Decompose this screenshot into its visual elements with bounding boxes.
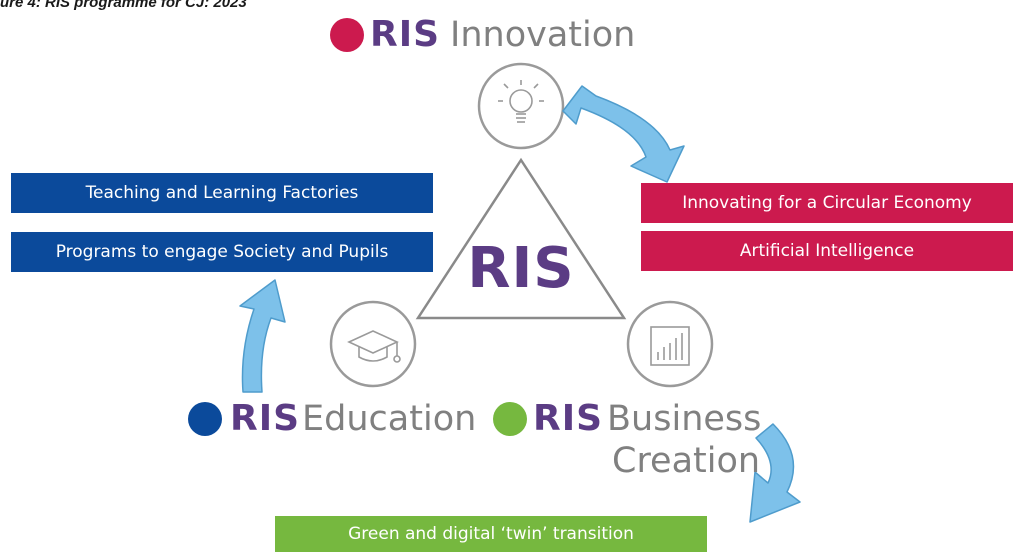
education-arrow bbox=[239, 279, 286, 393]
bar-chart-icon bbox=[650, 326, 690, 366]
figure-caption: ure 4: RIS programme for CJ: 2023 bbox=[0, 0, 247, 11]
lightbulb-icon bbox=[498, 80, 544, 123]
education-circle bbox=[329, 300, 417, 388]
innovation-name: Innovation bbox=[450, 14, 636, 55]
pillar-business-title-line2: Creation bbox=[612, 441, 760, 481]
innovation-box-circular-economy: Innovating for a Circular Economy bbox=[641, 183, 1013, 223]
education-box-teaching: Teaching and Learning Factories bbox=[11, 173, 433, 213]
education-name: Education bbox=[302, 398, 477, 439]
innovation-dot bbox=[330, 17, 364, 52]
business-arrow bbox=[749, 423, 801, 523]
education-dot bbox=[188, 401, 222, 436]
business-name-line2: Creation bbox=[612, 441, 761, 481]
business-dot bbox=[493, 401, 527, 436]
innovation-box-ai: Artificial Intelligence bbox=[641, 231, 1013, 271]
business-name-line1: Business bbox=[607, 398, 762, 439]
graduation-cap-icon bbox=[347, 330, 401, 363]
pillar-innovation-title: RIS Innovation bbox=[330, 14, 635, 55]
innovation-ris-label: RIS bbox=[370, 14, 441, 55]
center-triangle bbox=[415, 157, 627, 320]
center-ris-label: RIS bbox=[467, 236, 575, 301]
business-circle bbox=[626, 300, 714, 388]
business-box-twin-transition: Green and digital ‘twin’ transition bbox=[275, 516, 707, 552]
business-ris-label: RIS bbox=[533, 398, 604, 439]
pillar-education-title: RIS Education bbox=[188, 398, 476, 439]
innovation-circle bbox=[477, 62, 565, 150]
education-ris-label: RIS bbox=[230, 398, 301, 439]
innovation-arrow bbox=[562, 85, 685, 183]
pillar-business-title: RIS Business bbox=[493, 398, 761, 439]
education-box-programs: Programs to engage Society and Pupils bbox=[11, 232, 433, 272]
